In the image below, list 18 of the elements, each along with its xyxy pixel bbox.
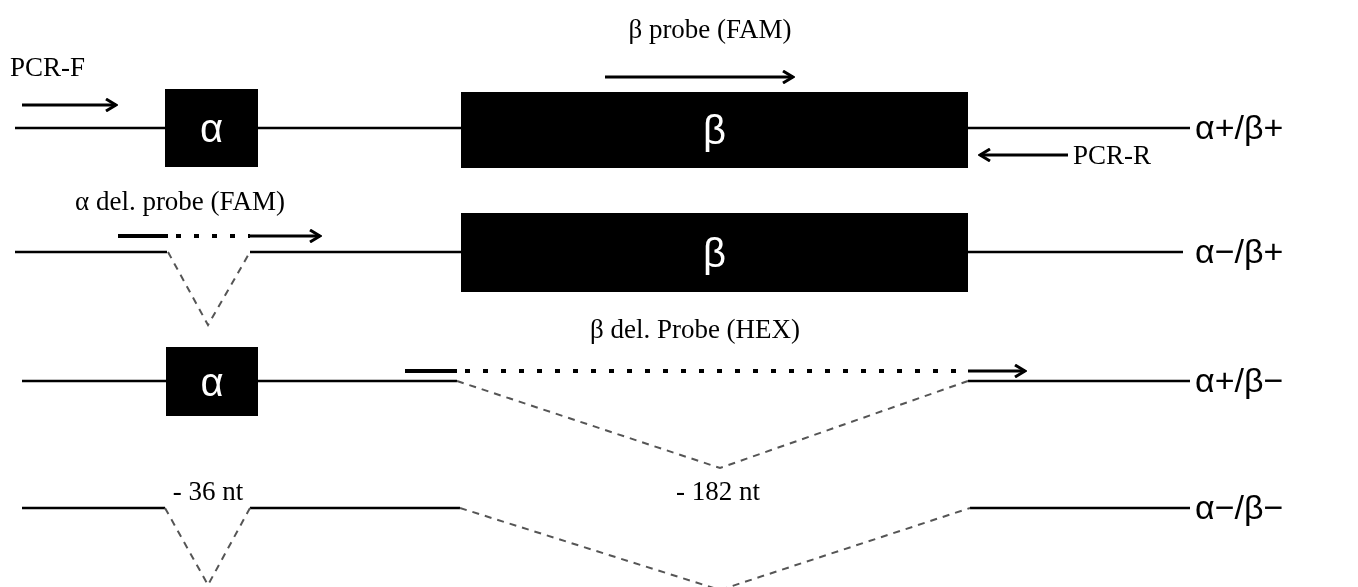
- dna-strand-line: [258, 126, 461, 130]
- exon-label: α: [200, 361, 224, 402]
- genotype-label: α+/β+: [1195, 110, 1284, 144]
- exon-box: [165, 89, 258, 167]
- exon-box: [166, 347, 258, 416]
- genotype-label: α+/β−: [1195, 363, 1284, 397]
- probe-label: α del. probe (FAM): [75, 188, 286, 215]
- genotype-label: α−/β+: [1195, 234, 1284, 268]
- exon-label: α: [199, 108, 224, 148]
- exon-box: [461, 213, 968, 292]
- exon-label: β: [703, 232, 726, 273]
- probe-label: β probe (FAM): [628, 16, 792, 43]
- primer-label: PCR-R: [1073, 142, 1152, 169]
- exon-label: β: [703, 110, 726, 150]
- genotype-label: α−/β−: [1195, 490, 1284, 524]
- probe-label: β del. Probe (HEX): [589, 316, 801, 343]
- exon-box: [461, 92, 968, 168]
- primer-label: PCR-F: [10, 54, 86, 81]
